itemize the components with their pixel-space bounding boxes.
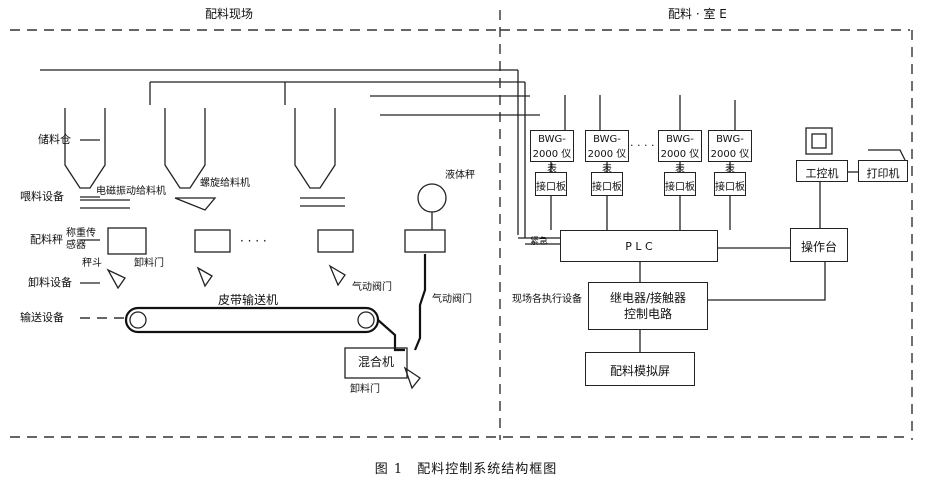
instrument-1: BWG-2000 仪表 [530,130,574,175]
figure-caption: 图 1 配料控制系统结构框图 [374,462,558,477]
scale-hopper-3 [317,229,354,253]
ipc-monitor [805,127,833,155]
instrument-2: BWG-2000 仪表 [585,130,629,175]
label-unloading-gate: 卸料门 [350,384,380,395]
interface-board-1: 接口板 [535,172,567,196]
instrument-4: BWG-2000 仪表 [708,130,752,175]
interface-board-2: 接口板 [591,172,623,196]
field-ellipsis: · · · · [240,234,267,248]
label-discharge-equipment: 卸料设备 [28,276,72,289]
scale-hopper-1 [107,227,147,255]
conveyor-to-mixer [377,319,405,352]
relay-circuit: 继电器/接触器 控制电路 [588,282,708,330]
mixer [344,347,408,379]
label-storage-bin: 储料仓 [38,133,71,146]
discharge-valve-2 [196,266,213,288]
discharge-valve-3 [328,264,346,287]
conveyor-roller-left [129,311,147,329]
printer-paper [868,149,906,161]
label-scale-hopper: 秤斗 [82,258,102,269]
belt-conveyor [124,306,380,334]
field-region-title: 配料现场 [205,7,254,21]
scale-hopper-2 [194,229,231,253]
label-belt-conveyor: 皮带输送机 [218,293,279,307]
printer-box: 打印机 [858,160,908,182]
label-emergency: 紧急 [530,237,549,247]
mixer-gate [403,366,421,390]
scale-hopper-liquid [404,229,446,253]
ipc-screen [811,133,827,149]
label-screw-feeder: 螺旋给料机 [200,178,250,189]
label-pneumatic-valve-2: 气动阀门 [432,294,472,305]
operator-relay [708,262,826,301]
label-liquid-scale: 液体秤 [445,170,475,181]
label-discharge-gate: 卸料门 [134,258,164,269]
interface-board-3: 接口板 [664,172,696,196]
label-pneumatic-valve-1: 气动阀门 [352,282,392,293]
ipc-box: 工控机 [796,160,848,182]
storage-bin-3 [294,108,336,189]
screw-feeder-3 [300,197,345,207]
label-conveying-equipment: 输送设备 [20,311,64,324]
simulation-panel: 配料模拟屏 [585,352,695,386]
liquid-to-mixer [413,254,427,351]
plc-box: P L C [560,230,718,262]
operator-panel: 操作台 [790,228,848,262]
discharge-valve-1 [106,268,126,290]
interface-board-4: 接口板 [714,172,746,196]
label-mixer: 混合机 [358,355,395,369]
label-field-devices: 现场各执行设备 [512,294,582,305]
storage-bin-2 [164,108,206,189]
conveyor-roller-right [357,311,375,329]
label-weighing-sensor: 称重传感器 [66,228,96,251]
control-region-title: 配料 · 室 E [668,7,727,21]
screw-feeder-1 [80,199,130,209]
storage-bin-1 [64,108,106,189]
label-batching-scale: 配料秤 [30,233,63,246]
liquid-scale-pump [417,183,447,213]
label-vibrating-feeder: 电磁振动给料机 [96,186,166,197]
control-ellipsis: · · · · [630,139,655,152]
label-feeding-equipment: 喂料设备 [20,190,64,203]
instrument-3: BWG-2000 仪表 [658,130,702,175]
vibrating-feeder-2 [174,197,217,211]
